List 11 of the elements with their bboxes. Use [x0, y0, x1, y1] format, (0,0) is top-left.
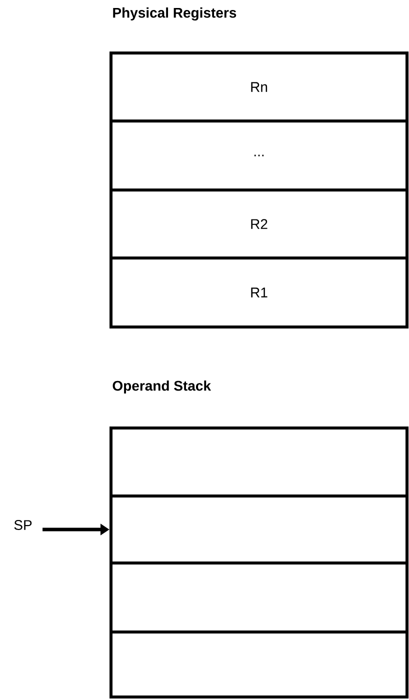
register-cell: R1 [110, 256, 408, 328]
stack-slot [110, 630, 408, 698]
node-label: Physical Registers [113, 7, 236, 21]
register-cell: Rn [110, 52, 408, 122]
register-cell: ... [110, 120, 408, 192]
pointer-label: SP [14, 520, 32, 530]
stack-slot [110, 426, 408, 498]
node-label: Operand Stack [112, 380, 212, 394]
stack-slot [110, 494, 408, 564]
stack-slot [110, 562, 408, 634]
register-cell: R2 [110, 188, 408, 260]
